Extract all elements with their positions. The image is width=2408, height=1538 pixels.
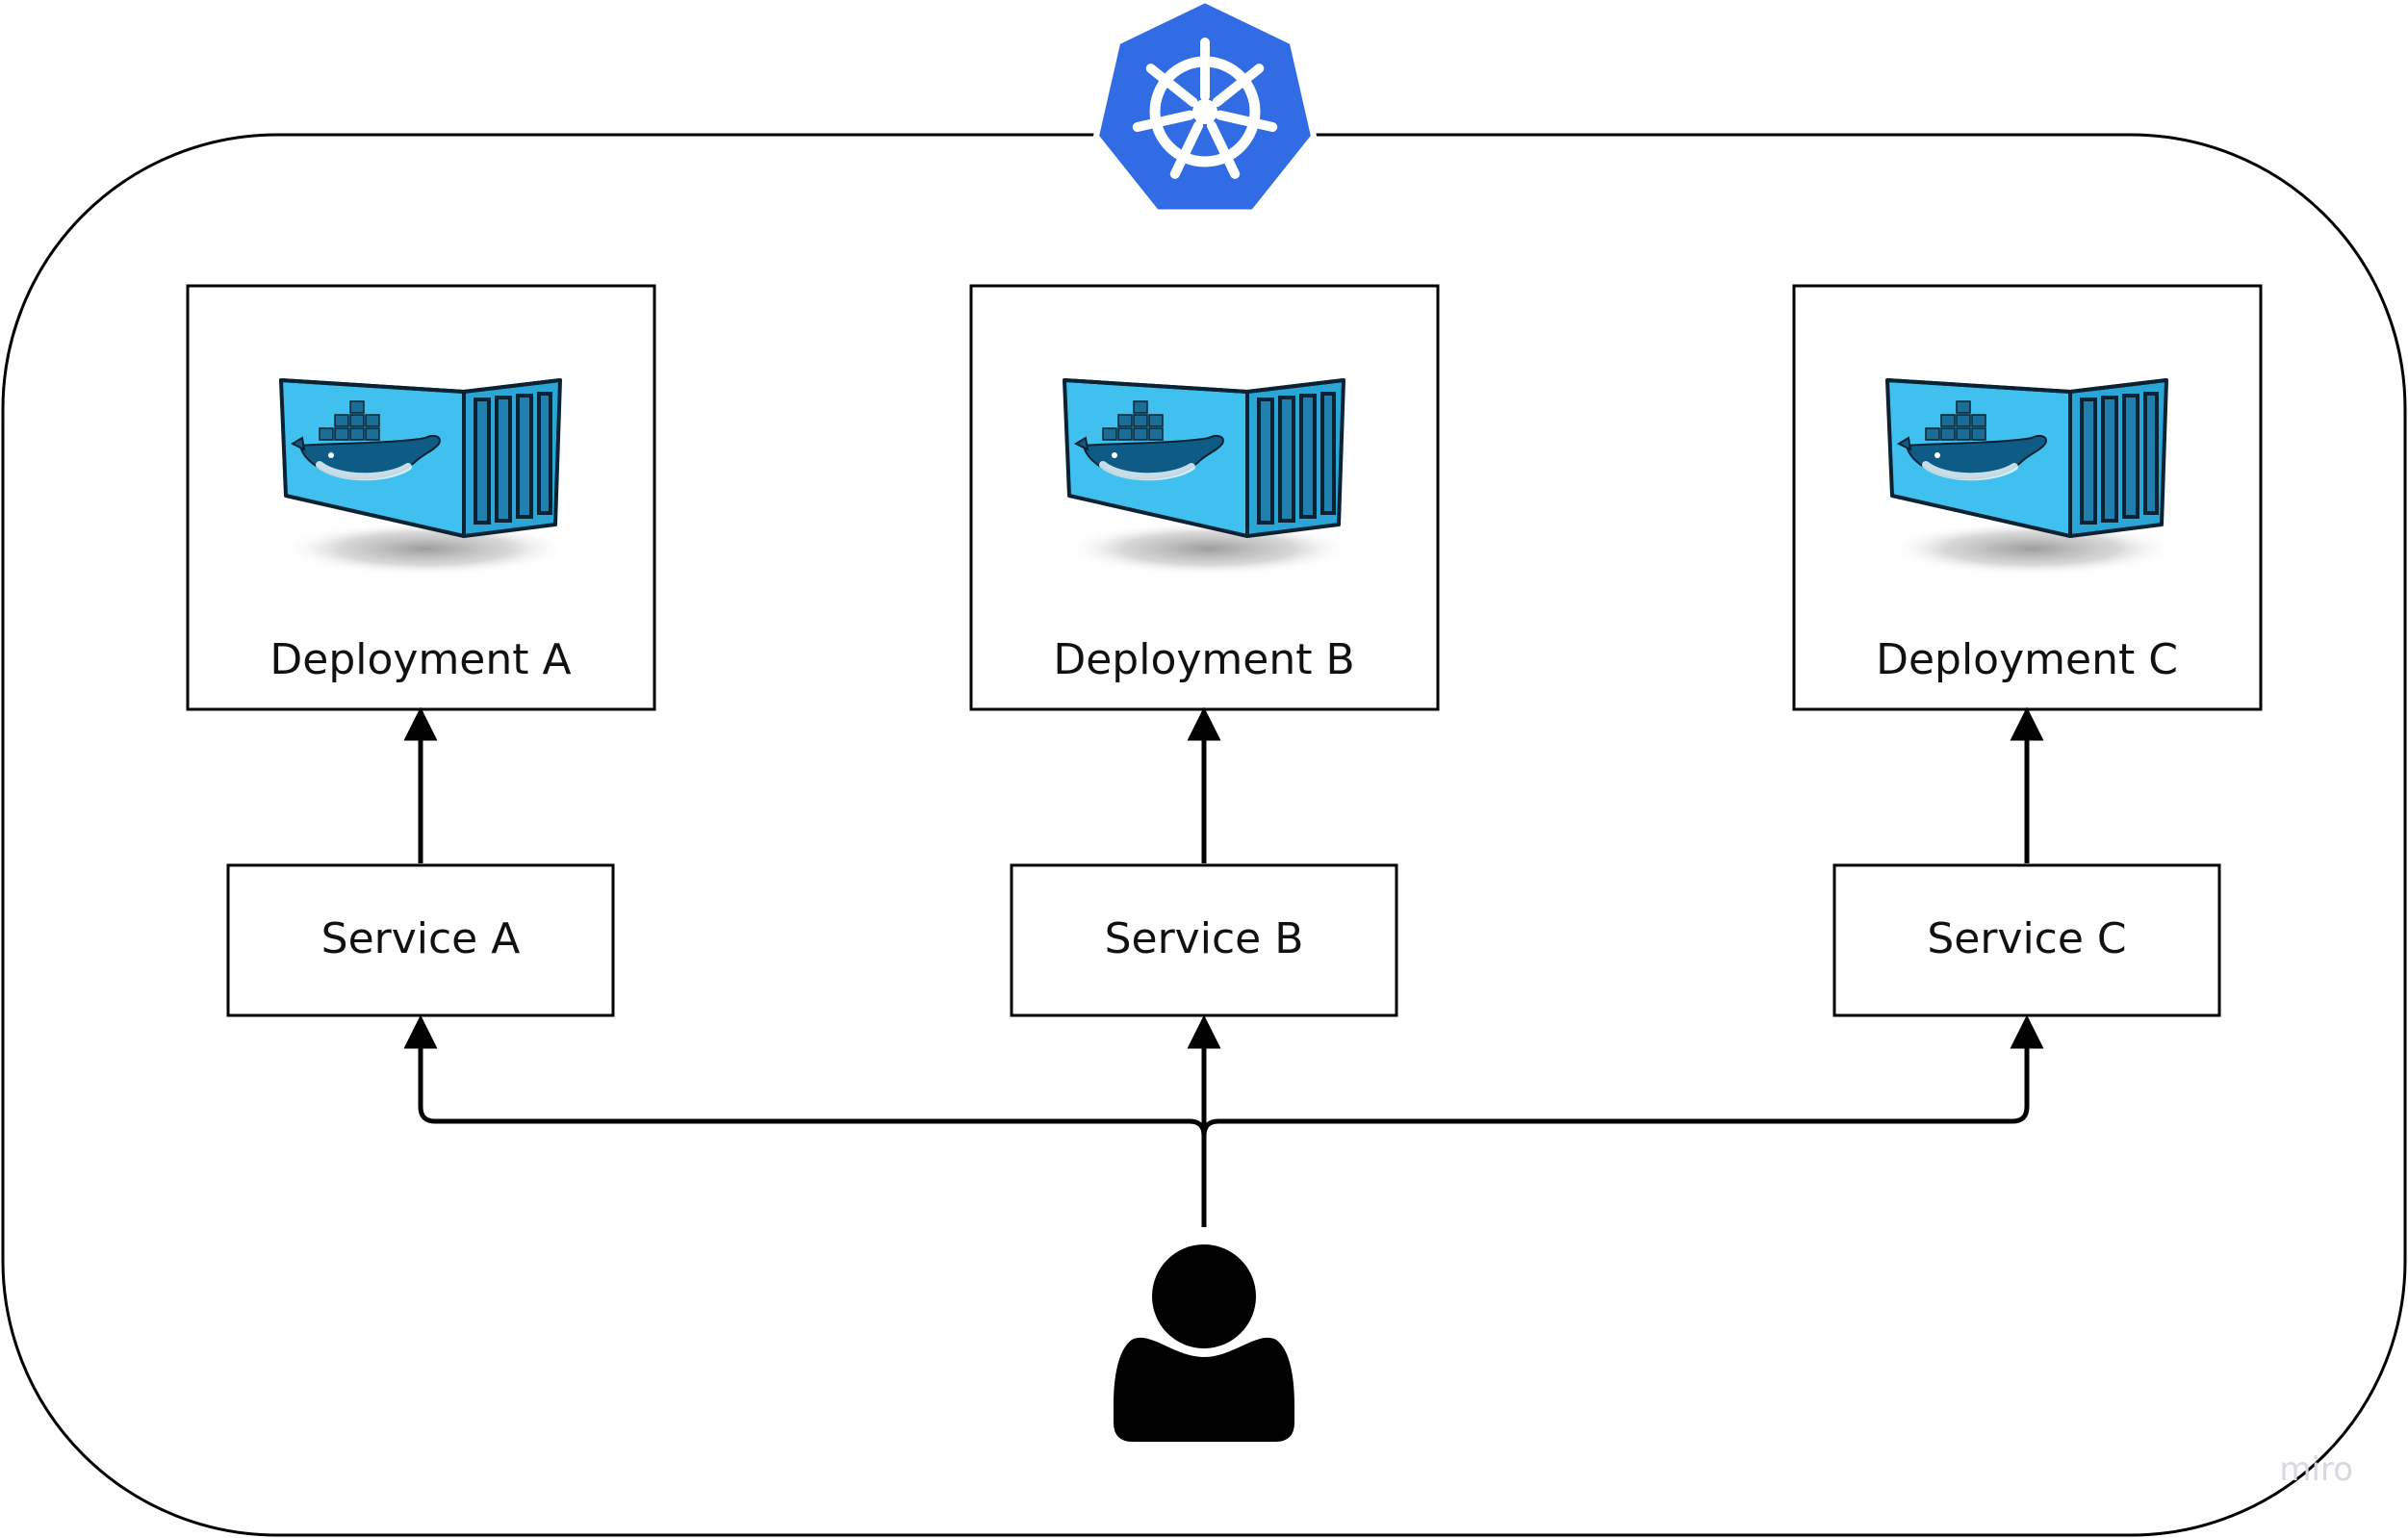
docker-container-icon bbox=[1064, 380, 1353, 576]
deployment-box-c: Deployment C bbox=[1792, 284, 2263, 711]
docker-container-icon bbox=[1887, 380, 2176, 576]
arrow-user-to-service-c bbox=[1201, 1014, 2044, 1137]
deployment-label: Deployment A bbox=[269, 635, 571, 684]
kubernetes-helm-icon bbox=[1092, 0, 1318, 216]
deployment-label: Deployment B bbox=[1053, 635, 1354, 684]
docker-container-icon bbox=[281, 380, 570, 576]
service-label: Service A bbox=[321, 914, 521, 963]
arrow-user-to-service-a bbox=[403, 1014, 1207, 1137]
deployment-box-b: Deployment B bbox=[969, 284, 1440, 711]
miro-watermark: miro bbox=[2279, 1450, 2353, 1489]
service-box-a: Service A bbox=[226, 863, 615, 1017]
service-box-b: Service B bbox=[1010, 863, 1398, 1017]
service-box-c: Service C bbox=[1832, 863, 2221, 1017]
deployment-box-a: Deployment A bbox=[186, 284, 656, 711]
service-label: Service B bbox=[1105, 914, 1304, 963]
deployment-label: Deployment C bbox=[1876, 635, 2178, 684]
service-label: Service C bbox=[1927, 914, 2126, 963]
user-icon bbox=[1114, 1244, 1294, 1442]
